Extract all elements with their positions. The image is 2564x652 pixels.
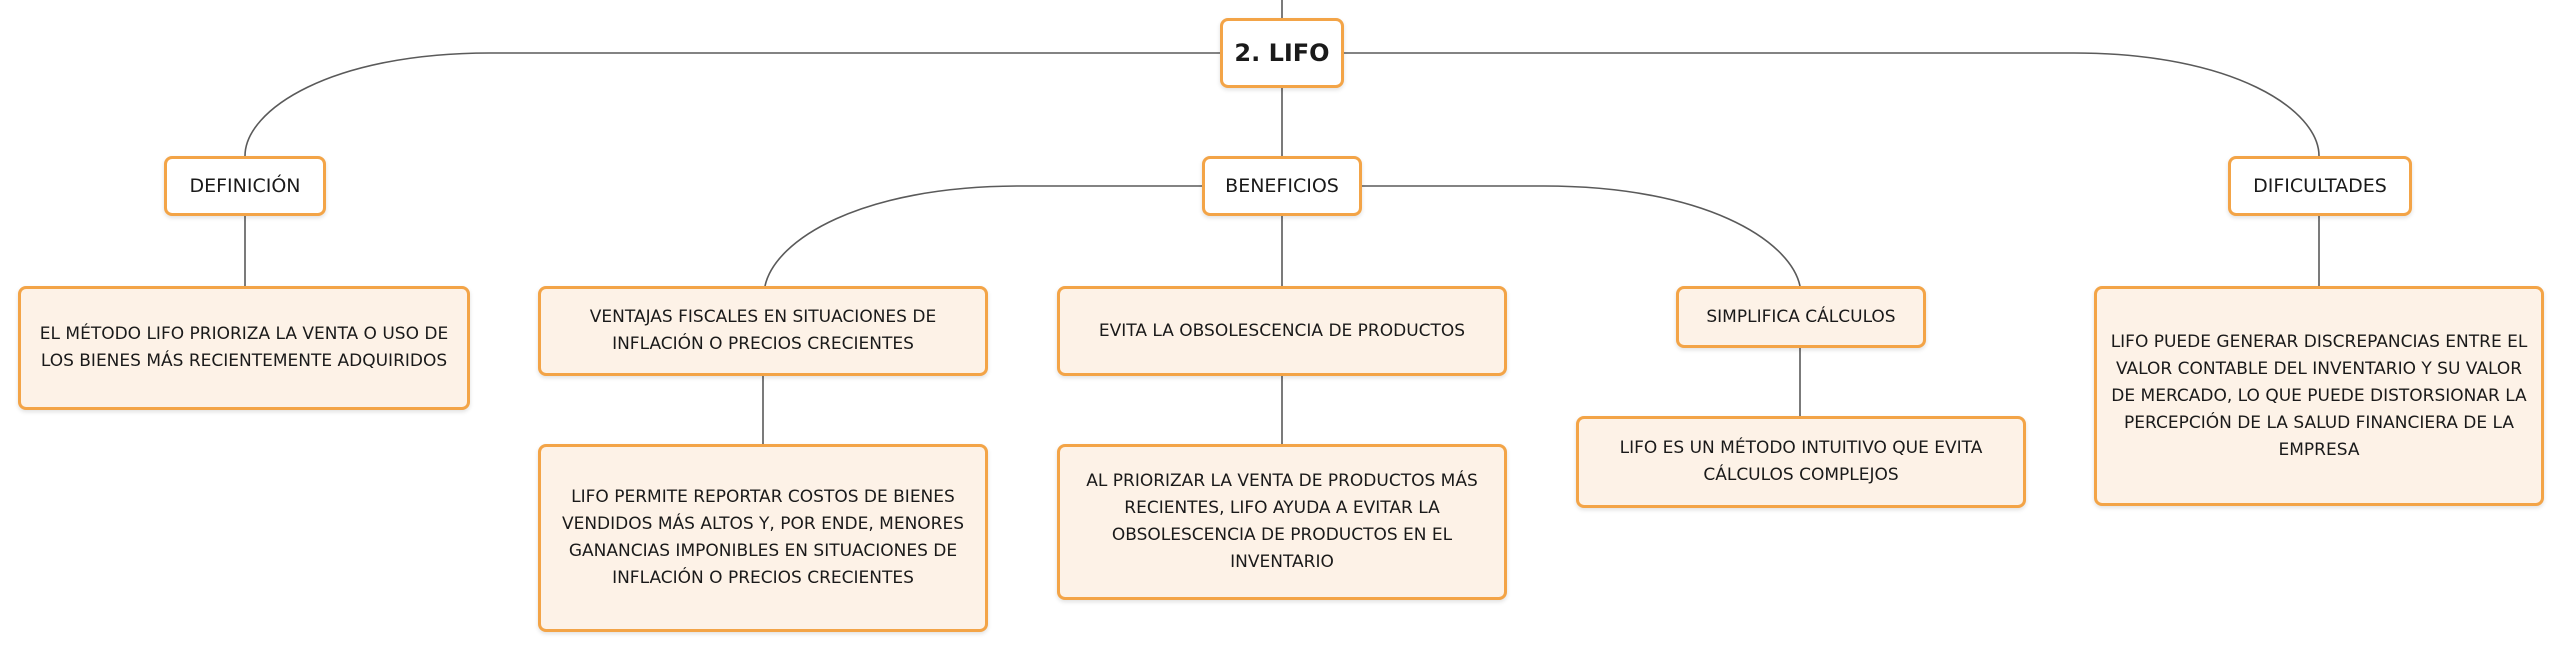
root-label: 2. LIFO <box>1234 39 1330 67</box>
definicion-text-node[interactable]: EL MÉTODO LIFO PRIORIZA LA VENTA O USO D… <box>18 286 470 410</box>
dificultades-text: LIFO PUEDE GENERAR DISCREPANCIAS ENTRE E… <box>2110 331 2528 460</box>
beneficio-simplifica-node[interactable]: SIMPLIFICA CÁLCULOS <box>1676 286 1926 348</box>
beneficio-obsolescencia-detail: AL PRIORIZAR LA VENTA DE PRODUCTOS MÁS R… <box>1086 471 1478 572</box>
connector-root-dificultades <box>1344 52 2320 157</box>
beneficio-obsolescencia-node[interactable]: EVITA LA OBSOLESCENCIA DE PRODUCTOS <box>1057 286 1507 376</box>
category-dificultades-label: DIFICULTADES <box>2253 175 2387 197</box>
beneficio-ventajas-detail-node[interactable]: LIFO PERMITE REPORTAR COSTOS DE BIENES V… <box>538 444 988 632</box>
category-dificultades[interactable]: DIFICULTADES <box>2228 156 2412 216</box>
connector-beneficios-simplifica <box>1362 185 1801 287</box>
beneficio-obsolescencia-label: EVITA LA OBSOLESCENCIA DE PRODUCTOS <box>1098 320 1466 341</box>
beneficio-ventajas-node[interactable]: VENTAJAS FISCALES EN SITUACIONES DE INFL… <box>538 286 988 376</box>
category-definicion-label: DEFINICIÓN <box>189 175 301 197</box>
beneficio-simplifica-detail: LIFO ES UN MÉTODO INTUITIVO QUE EVITA CÁ… <box>1619 438 1983 485</box>
beneficio-obsolescencia-detail-node[interactable]: AL PRIORIZAR LA VENTA DE PRODUCTOS MÁS R… <box>1057 444 1507 600</box>
category-definicion[interactable]: DEFINICIÓN <box>164 156 326 216</box>
definicion-text: EL MÉTODO LIFO PRIORIZA LA VENTA O USO D… <box>39 324 449 371</box>
beneficio-ventajas-label: VENTAJAS FISCALES EN SITUACIONES DE INFL… <box>589 307 937 354</box>
beneficio-ventajas-detail: LIFO PERMITE REPORTAR COSTOS DE BIENES V… <box>561 487 965 588</box>
category-beneficios-label: BENEFICIOS <box>1225 175 1339 197</box>
beneficio-simplifica-label: SIMPLIFICA CÁLCULOS <box>1706 306 1896 327</box>
category-beneficios[interactable]: BENEFICIOS <box>1202 156 1362 216</box>
dificultades-text-node[interactable]: LIFO PUEDE GENERAR DISCREPANCIAS ENTRE E… <box>2094 286 2544 506</box>
beneficio-simplifica-detail-node[interactable]: LIFO ES UN MÉTODO INTUITIVO QUE EVITA CÁ… <box>1576 416 2026 508</box>
root-node[interactable]: 2. LIFO <box>1220 18 1344 88</box>
connector-root-definicion <box>244 52 1220 157</box>
connector-beneficios-ventajas <box>764 185 1202 287</box>
